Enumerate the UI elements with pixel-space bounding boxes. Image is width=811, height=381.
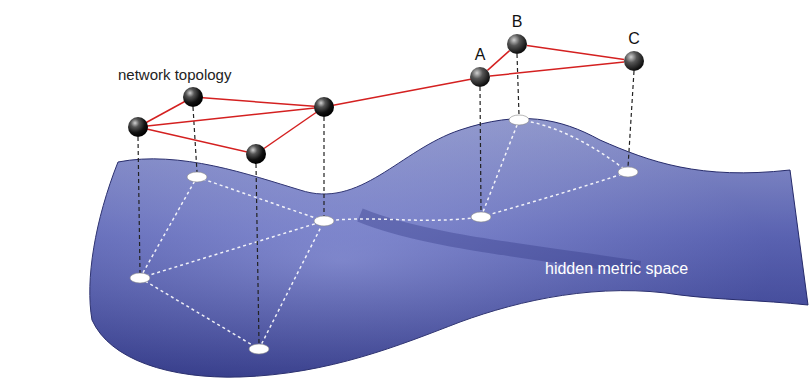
topology-link xyxy=(527,45,624,59)
metric-surface xyxy=(90,119,808,378)
node-label: C xyxy=(628,30,640,48)
hidden-positions xyxy=(130,115,638,354)
network-node: A xyxy=(470,67,490,87)
topology-link xyxy=(487,51,509,71)
node-label: A xyxy=(475,46,486,64)
section-title: network topology xyxy=(118,66,231,83)
node-label: B xyxy=(512,13,523,31)
network-node: B xyxy=(507,34,527,54)
topology-links xyxy=(138,79,472,154)
surface-shading xyxy=(90,119,808,378)
hidden-links xyxy=(140,120,628,349)
network-node: C xyxy=(624,51,644,71)
surface-label: hidden metric space xyxy=(545,260,688,278)
topology-link xyxy=(490,62,624,76)
projection-lines xyxy=(138,54,634,344)
network-nodes xyxy=(128,87,334,164)
